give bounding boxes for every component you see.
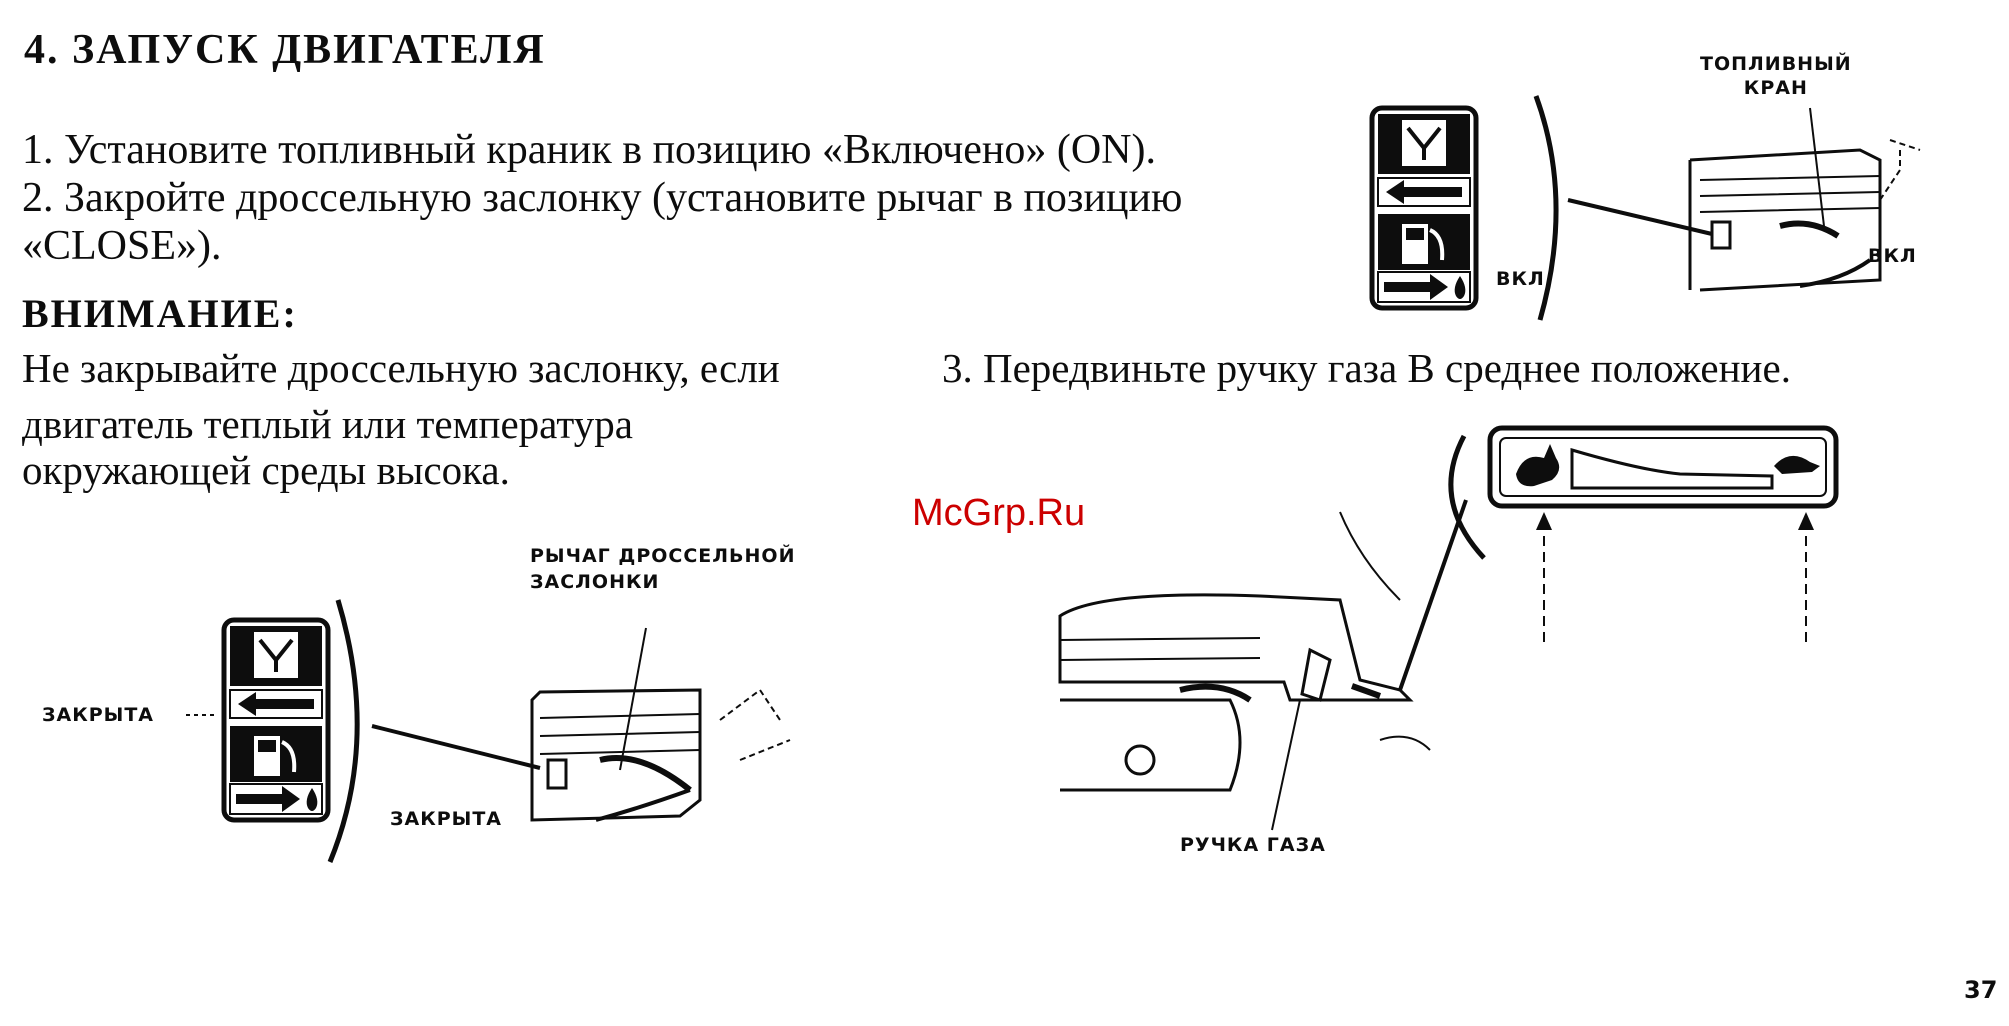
page-number: 37: [1964, 976, 1998, 1004]
choke-lever-label-line-1: РЫЧАГ ДРОССЕЛЬНОЙ: [530, 545, 796, 567]
closed-label-decal: ЗАКРЫТА: [42, 704, 155, 726]
choke-figure: [186, 599, 791, 863]
step-2-text: 2. Закройте дроссельную заслонку (устано…: [22, 175, 1183, 221]
closed-label-engine: ЗАКРЫТА: [390, 808, 503, 830]
choke-lever-label: РЫЧАГ ДРОССЕЛЬНОЙ ЗАСЛОНКИ: [530, 543, 795, 595]
on-position-label: ВКЛ: [1496, 268, 1545, 290]
step-3-text: 3. Передвиньте ручку газа В среднее поло…: [942, 345, 1791, 391]
turtle-icon: [1774, 455, 1820, 474]
page-title: 4. ЗАПУСК ДВИГАТЕЛЯ: [24, 27, 546, 73]
fuel-valve-label: ТОПЛИВНЫЙ КРАН: [1700, 52, 1852, 100]
rabbit-icon: [1516, 444, 1560, 487]
fuel-valve-label-line-1: ТОПЛИВНЫЙ: [1700, 53, 1852, 75]
throttle-figure: [1058, 425, 1839, 831]
step-1-text: 1. Установите топливный краник в позицию…: [22, 127, 1156, 173]
choke-decal-icon: [224, 620, 328, 820]
watermark: McGrp.Ru: [912, 492, 1086, 534]
warning-text-line-2: двигатель теплый или температура: [22, 401, 633, 447]
throttle-grip-label: РУЧКА ГАЗА: [1180, 834, 1326, 856]
warning-heading: ВНИМАНИЕ:: [22, 291, 298, 336]
warning-text-line-3: окружающей среды высока.: [22, 447, 510, 493]
choke-lever-label-line-2: ЗАСЛОНКИ: [530, 571, 660, 593]
fuel-valve-label-line-2: КРАН: [1743, 77, 1808, 99]
choke-decal-icon: [1372, 108, 1476, 308]
step-2-text-continued: «CLOSE»).: [22, 223, 222, 269]
fuel-valve-figure: [1372, 95, 1921, 321]
warning-text-line-1: Не закрывайте дроссельную заслонку, если: [22, 345, 780, 391]
